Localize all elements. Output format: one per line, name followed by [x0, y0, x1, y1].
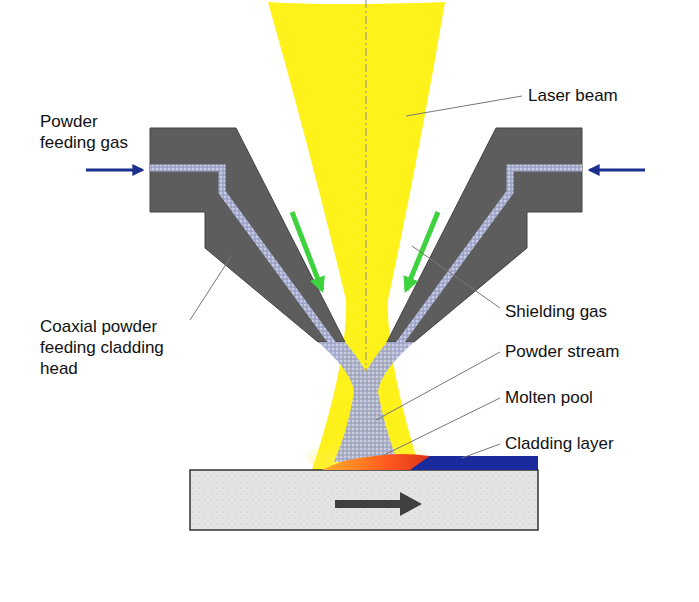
leader-line [376, 352, 500, 420]
cladding-head-left [150, 128, 345, 342]
callout-label: Shielding gas [505, 301, 607, 322]
callout-label: Laser beam [528, 85, 618, 106]
callout-label: Powder stream [505, 341, 619, 362]
substrate [190, 470, 538, 530]
callout-label: Coaxial powder feeding cladding head [40, 316, 190, 379]
laser-beam [268, 2, 445, 470]
motion-arrow [335, 492, 422, 516]
feed-gas-arrow [590, 169, 645, 172]
leader-line [190, 255, 232, 320]
molten-pool [322, 454, 430, 470]
powder-stream [318, 342, 414, 462]
shielding-gas-arrow [292, 212, 322, 290]
callout-label: Molten pool [505, 387, 593, 408]
leader-line [412, 246, 500, 308]
callout-label: Powder feeding gas [40, 111, 140, 153]
feed-gas-arrow [86, 169, 142, 172]
powder-channel-left [150, 168, 333, 344]
shielding-gas-arrow [406, 212, 438, 290]
leader-line [462, 444, 500, 458]
callout-label: Cladding layer [505, 433, 614, 454]
leader-line [384, 398, 500, 455]
leader-line [406, 96, 522, 116]
